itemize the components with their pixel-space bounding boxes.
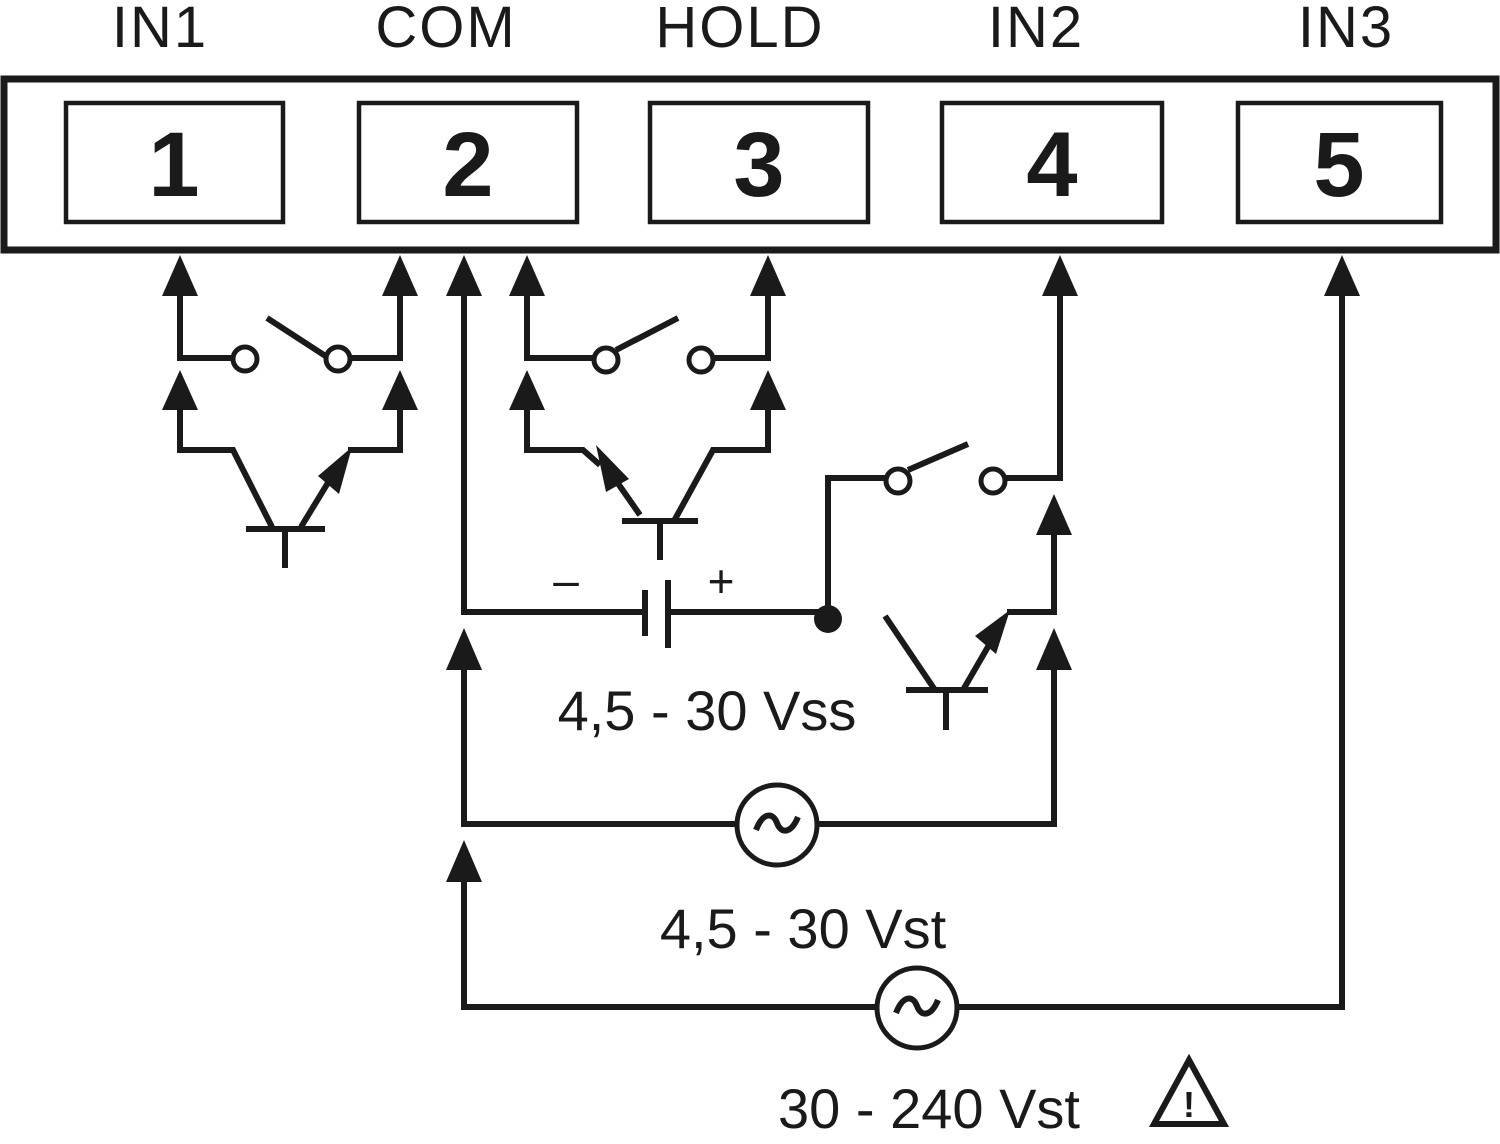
arrow-icon [975, 610, 1010, 654]
terminal-label-in1: IN1 [112, 0, 208, 60]
terminal-number-3: 3 [733, 114, 784, 216]
contact-icon [230, 344, 260, 374]
arrow-up-icon [446, 628, 482, 670]
ac-low-source-circuit [446, 628, 1072, 868]
arrow-up-icon [446, 840, 482, 882]
arrow-up-icon [750, 370, 786, 410]
terminal-label-hold: HOLD [655, 0, 824, 60]
terminal-label-com: COM [375, 0, 516, 60]
dc-battery-circuit: – + [446, 255, 842, 648]
arrow-up-icon [162, 370, 198, 410]
arrow-icon [596, 445, 629, 492]
battery-plus-label: + [708, 555, 735, 607]
terminal-number-5: 5 [1313, 114, 1364, 216]
contact-icon [686, 345, 716, 375]
arrow-up-icon [382, 370, 418, 410]
terminal-number-2: 2 [442, 114, 493, 216]
contact-icon [591, 345, 621, 375]
terminal-4: 4 [939, 100, 1165, 225]
arrow-up-icon [446, 255, 482, 296]
terminal-1: 1 [63, 100, 286, 225]
arrow-up-icon [382, 255, 418, 296]
terminal-2: 2 [356, 100, 580, 225]
ac-high-source-circuit [446, 255, 1360, 1051]
in1-switch-circuit [162, 255, 418, 374]
ac-high-voltage-label: 30 - 240 Vst [778, 1077, 1080, 1140]
arrow-up-icon [509, 370, 545, 410]
arrow-up-icon [750, 255, 786, 296]
terminal-number-1: 1 [148, 114, 199, 216]
warning-icon: ! [1148, 1053, 1230, 1127]
terminal-label-in3: IN3 [1298, 0, 1394, 60]
hold-switch-circuit [509, 255, 786, 375]
junction-dot [814, 605, 842, 633]
contact-icon [978, 466, 1008, 496]
arrow-up-icon [162, 255, 198, 296]
arrow-up-icon [1042, 255, 1078, 296]
terminal-block [0, 75, 1500, 254]
terminal-3: 3 [647, 100, 871, 225]
arrow-up-icon [509, 255, 545, 296]
dc-voltage-label: 4,5 - 30 Vss [558, 679, 857, 742]
in2-transistor-circuit [882, 494, 1072, 730]
arrow-up-icon [1036, 628, 1072, 670]
in1-transistor-circuit [162, 370, 418, 568]
contact-icon [883, 466, 913, 496]
hold-transistor-circuit [509, 370, 786, 560]
contact-icon [323, 344, 353, 374]
in2-switch-circuit [825, 255, 1078, 612]
battery-minus-label: – [553, 554, 579, 606]
terminal-5: 5 [1235, 100, 1444, 225]
terminal-label-in2: IN2 [988, 0, 1084, 60]
arrow-up-icon [1324, 255, 1360, 296]
ac-low-voltage-label: 4,5 - 30 Vst [660, 897, 947, 960]
terminal-number-4: 4 [1026, 114, 1077, 216]
arrow-icon [318, 447, 352, 494]
warning-mark: ! [1183, 1084, 1195, 1125]
arrow-up-icon [1036, 494, 1072, 535]
